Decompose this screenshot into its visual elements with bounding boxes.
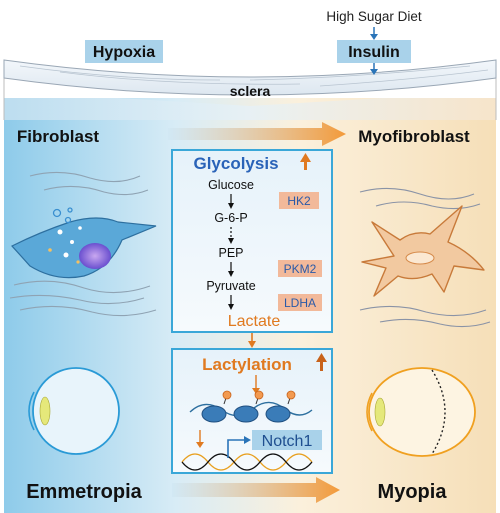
lactyl-mark-1 — [222, 390, 232, 400]
transcription-arrow — [227, 439, 246, 458]
lactate-to-lactylation-arrow-head — [248, 341, 256, 348]
transcription-arrow-head — [244, 436, 251, 444]
myofibroblast-label: Myofibroblast — [358, 127, 470, 146]
enzyme-pkm2: PKM2 — [284, 262, 317, 276]
lactylation-up-arrow — [316, 353, 327, 371]
lens-right — [374, 397, 386, 427]
insulin-label-box — [337, 40, 411, 63]
step-g6p: G-6-P — [214, 211, 247, 225]
sclera-band — [3, 59, 497, 96]
step-glucose: Glucose — [208, 178, 254, 192]
notch1-label: Notch1 — [262, 433, 313, 450]
lactylation-down-arrow-head — [252, 388, 260, 394]
lactate-label: Lactate — [228, 313, 281, 330]
transition-arrow-top — [168, 122, 346, 146]
arrow-glucose-g6p-head — [228, 203, 234, 209]
fibroblast-nucleus — [79, 243, 111, 269]
transition-arrow-bottom — [172, 477, 340, 503]
arrow-g6p-pep-head — [228, 238, 234, 244]
dna-helix — [181, 453, 313, 471]
step-pep: PEP — [218, 246, 243, 260]
diet-label: High Sugar Diet — [326, 9, 422, 24]
fibers-right — [359, 187, 491, 328]
myopia-elongation-line — [431, 369, 446, 455]
vesicles — [52, 207, 73, 224]
enzyme-ldha: LDHA — [284, 296, 316, 310]
myofibroblast-cell — [361, 205, 485, 297]
myopic-eye — [366, 367, 476, 457]
diet-arrow-head — [370, 34, 378, 40]
lens-left — [39, 396, 51, 426]
sclera-label: sclera — [230, 83, 271, 99]
enzyme-hk2-box — [279, 192, 319, 209]
lactyl-mark-3 — [286, 390, 296, 400]
insulin-label: Insulin — [348, 44, 400, 61]
glycolysis-title: Glycolysis — [193, 154, 278, 173]
fibers-left — [9, 171, 157, 317]
fibroblast-cell — [11, 217, 157, 279]
enzyme-pkm2-box — [278, 260, 322, 277]
myopia-label: Myopia — [378, 481, 448, 503]
nucleosomes — [189, 390, 313, 423]
sclera-fibers — [19, 65, 489, 87]
hypoxia-label-box — [85, 40, 163, 63]
emmetropic-eye — [28, 367, 120, 455]
fibroblast-label: Fibroblast — [17, 127, 100, 146]
step-pyruvate: Pyruvate — [206, 279, 255, 293]
enzyme-ldha-box — [278, 294, 322, 311]
arrow-pyruvate-lactate-head — [228, 304, 234, 310]
hypoxia-label: Hypoxia — [93, 44, 155, 61]
lactylation-title: Lactylation — [202, 355, 292, 374]
emmetropia-label: Emmetropia — [26, 481, 142, 503]
sclera-funnel — [4, 98, 496, 120]
lactyl-mark-2 — [254, 390, 264, 400]
insulin-arrow-head — [370, 69, 378, 75]
arrow-pep-pyruvate-head — [228, 271, 234, 277]
glycolysis-up-arrow — [300, 153, 311, 170]
notch1-box — [252, 430, 322, 450]
myofibroblast-nucleus — [405, 251, 435, 265]
tf-down-arrow-head — [196, 442, 204, 448]
enzyme-hk2: HK2 — [287, 194, 311, 208]
